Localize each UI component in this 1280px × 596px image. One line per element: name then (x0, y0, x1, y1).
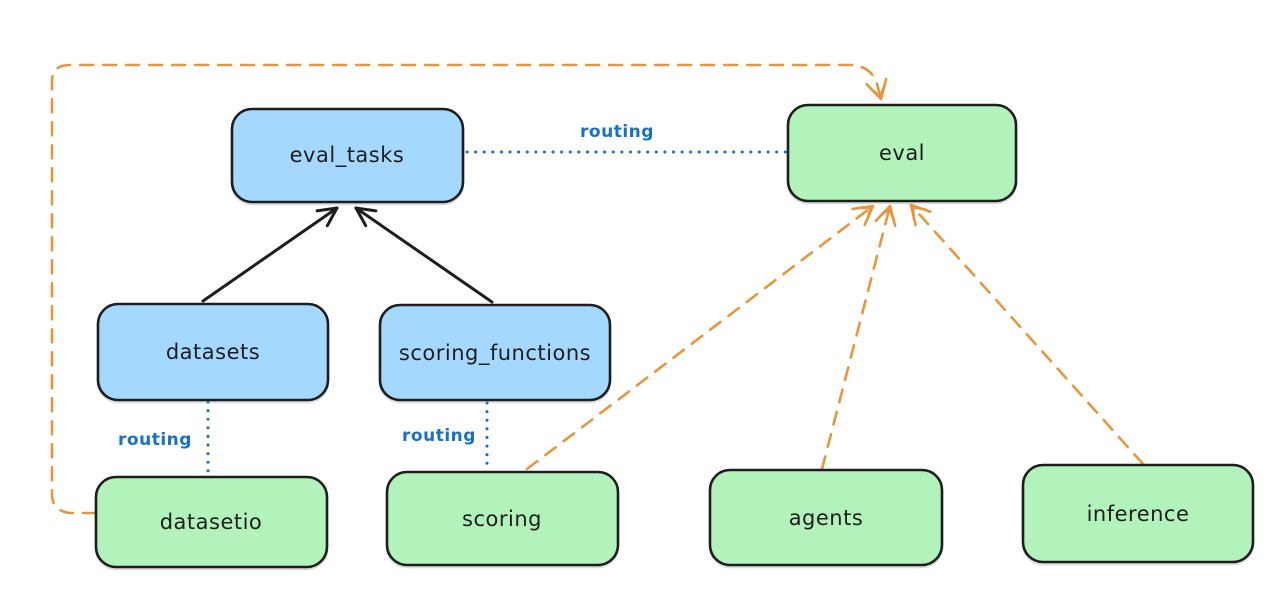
node-scoring-functions-label: scoring_functions (399, 341, 591, 366)
node-datasetio-label: datasetio (160, 510, 263, 534)
node-eval-box (786, 103, 1018, 203)
node-agents-label: agents (789, 506, 864, 530)
edge-scoring-to-eval (525, 204, 875, 471)
node-eval-tasks: eval_tasks (230, 107, 465, 204)
node-inference-box (1021, 463, 1255, 564)
routing-label-scoring-functions-scoring: routing (402, 426, 476, 446)
node-scoring: scoring (385, 470, 620, 567)
edge-agents-to-eval (820, 204, 897, 471)
node-inference-label: inference (1087, 502, 1190, 526)
edge-datasetio-to-eval (50, 63, 888, 515)
routing-label-eval-tasks-eval: routing (580, 122, 654, 142)
edge-datasets-to-eval-tasks (201, 206, 339, 303)
edge-labels: routing routing routing (118, 122, 654, 450)
node-datasets-label: datasets (166, 340, 260, 364)
edge-inference-to-eval (909, 203, 1145, 466)
node-agents-box (708, 468, 944, 567)
node-datasetio: datasetio (94, 475, 329, 569)
node-agents: agents (708, 468, 944, 567)
node-datasets-box (96, 302, 330, 402)
edges (50, 63, 1145, 515)
node-eval-tasks-label: eval_tasks (290, 143, 405, 168)
edge-scoring-functions-to-eval-tasks (354, 206, 494, 304)
node-scoring-box (385, 470, 620, 567)
node-eval-tasks-box (230, 107, 465, 204)
node-eval-label: eval (879, 141, 925, 165)
node-scoring-functions-box (378, 303, 612, 402)
nodes: eval_tasks eval datasets scoring_functio… (94, 103, 1255, 569)
node-scoring-functions: scoring_functions (378, 303, 612, 402)
node-eval: eval (786, 103, 1018, 203)
routing-label-datasets-datasetio: routing (118, 430, 192, 450)
node-datasets: datasets (96, 302, 330, 402)
node-scoring-label: scoring (462, 507, 542, 531)
node-inference: inference (1021, 463, 1255, 564)
node-datasetio-box (94, 475, 329, 569)
